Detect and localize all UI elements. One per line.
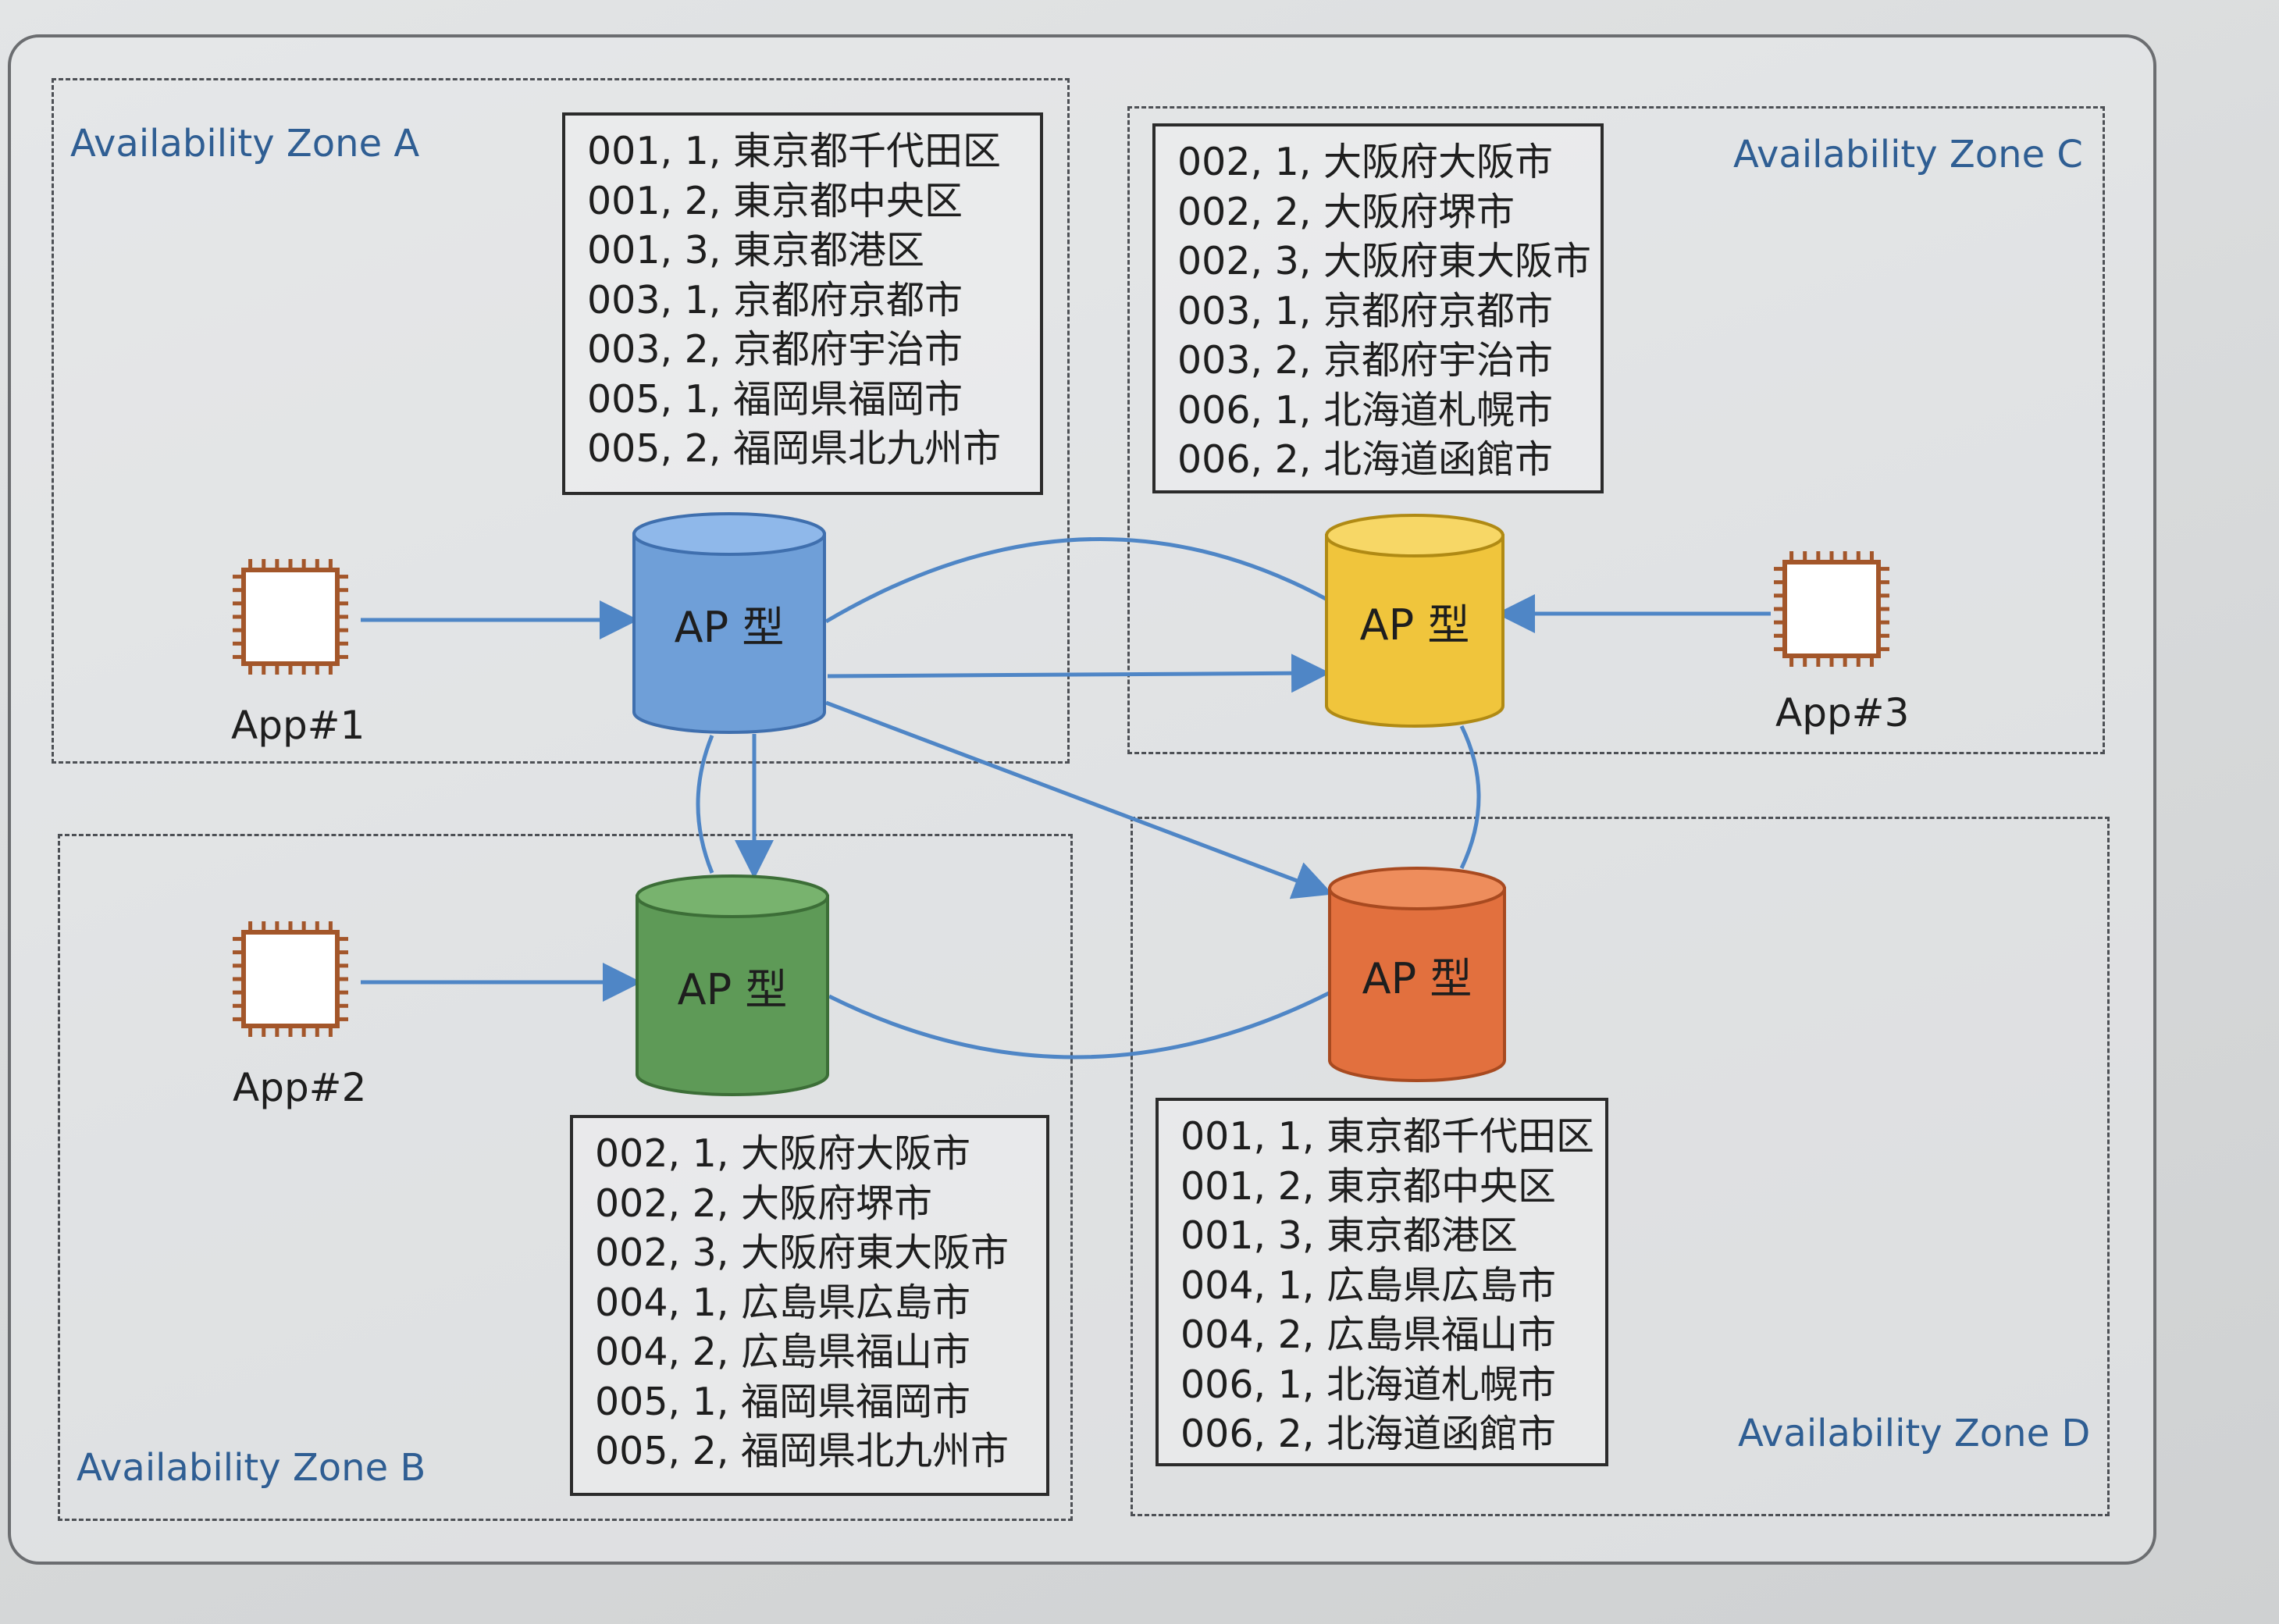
record-line: 004, 2, 広島県福山市 — [595, 1330, 971, 1374]
database-b: AP 型 — [636, 874, 829, 1096]
record-line: 002, 3, 大阪府東大阪市 — [595, 1230, 1010, 1275]
zone-d — [1131, 817, 2110, 1516]
database-label: AP 型 — [1360, 600, 1470, 650]
curve-db-c-db-d — [1459, 725, 1481, 870]
database-body — [1328, 887, 1506, 1082]
database-body — [1325, 534, 1504, 728]
curve-db-a-db-c — [824, 537, 1329, 624]
record-line: 002, 1, 大阪府大阪市 — [595, 1131, 971, 1176]
record-line: 004, 2, 広島県福山市 — [1180, 1312, 1557, 1357]
record-line: 004, 1, 広島県広島市 — [595, 1280, 971, 1325]
record-line: 006, 2, 北海道函館市 — [1177, 437, 1554, 482]
record-line: 004, 1, 広島県広島市 — [1180, 1263, 1557, 1308]
chip-icon — [233, 559, 348, 675]
record-line: 006, 1, 北海道札幌市 — [1177, 387, 1554, 433]
record-line: 001, 2, 東京都中央区 — [587, 178, 963, 223]
connectors — [361, 537, 1771, 1060]
chip-icon — [1774, 551, 1889, 667]
record-line: 006, 1, 北海道札幌市 — [1180, 1362, 1557, 1407]
database-top — [636, 874, 829, 918]
record-line: 002, 2, 大阪府堺市 — [595, 1181, 933, 1226]
record-line: 002, 2, 大阪府堺市 — [1177, 189, 1515, 234]
database-top — [1328, 867, 1506, 910]
zone-b — [58, 834, 1073, 1521]
chip-icon — [233, 921, 348, 1037]
record-line: 001, 1, 東京都千代田区 — [587, 129, 1002, 173]
database-label: AP 型 — [675, 603, 785, 652]
database-top — [1325, 514, 1504, 557]
database-body — [632, 532, 826, 734]
app1-label: App#1 — [231, 703, 365, 748]
app3-label: App#3 — [1775, 690, 1910, 735]
record-line: 002, 3, 大阪府東大阪市 — [1177, 239, 1592, 283]
record-line: 005, 1, 福岡県福岡市 — [587, 376, 963, 422]
database-a: AP 型 — [632, 512, 826, 734]
record-line: 001, 3, 東京都港区 — [1180, 1213, 1519, 1258]
record-line: 003, 2, 京都府宇治市 — [1177, 338, 1554, 383]
record-line: 005, 2, 福岡県北九州市 — [587, 426, 1002, 471]
arrow-db-a-to-db-c — [827, 654, 1330, 693]
database-body — [636, 895, 829, 1096]
record-line: 002, 1, 大阪府大阪市 — [1177, 140, 1554, 184]
zone-b-label: Availability Zone B — [77, 1446, 426, 1490]
zone-a-label: Availability Zone A — [70, 122, 420, 166]
zone-c — [1127, 106, 2105, 754]
zone-c-label: Availability Zone C — [1733, 133, 2083, 176]
records-box-c: 002, 1, 大阪府大阪市 002, 2, 大阪府堺市 002, 3, 大阪府… — [1152, 123, 1604, 493]
record-line: 006, 2, 北海道函館市 — [1180, 1412, 1557, 1456]
database-d: AP 型 — [1328, 867, 1506, 1082]
curve-db-b-db-d — [828, 991, 1330, 1060]
record-line: 005, 1, 福岡県福岡市 — [595, 1379, 971, 1424]
database-label: AP 型 — [678, 965, 788, 1014]
zone-a — [52, 78, 1070, 764]
record-line: 001, 2, 東京都中央区 — [1180, 1163, 1557, 1209]
records-box-b: 002, 1, 大阪府大阪市 002, 2, 大阪府堺市 002, 3, 大阪府… — [570, 1115, 1049, 1496]
app2-label: App#2 — [233, 1065, 367, 1110]
database-top — [632, 512, 826, 556]
record-line: 003, 1, 京都府京都市 — [587, 277, 963, 322]
zone-d-label: Availability Zone D — [1738, 1412, 2091, 1455]
record-line: 003, 1, 京都府京都市 — [1177, 288, 1554, 333]
record-line: 001, 3, 東京都港区 — [587, 228, 925, 272]
database-label: AP 型 — [1362, 954, 1472, 1003]
record-line: 003, 2, 京都府宇治市 — [587, 327, 963, 372]
arrow-db-a-to-db-d — [825, 700, 1334, 899]
record-line: 001, 1, 東京都千代田区 — [1180, 1114, 1595, 1159]
records-box-d: 001, 1, 東京都千代田区 001, 2, 東京都中央区 001, 3, 東… — [1156, 1098, 1608, 1466]
records-box-a: 001, 1, 東京都千代田区 001, 2, 東京都中央区 001, 3, 東… — [562, 112, 1043, 495]
curve-db-a-db-b — [696, 735, 714, 874]
database-c: AP 型 — [1325, 514, 1504, 728]
record-line: 005, 2, 福岡県北九州市 — [595, 1429, 1010, 1473]
